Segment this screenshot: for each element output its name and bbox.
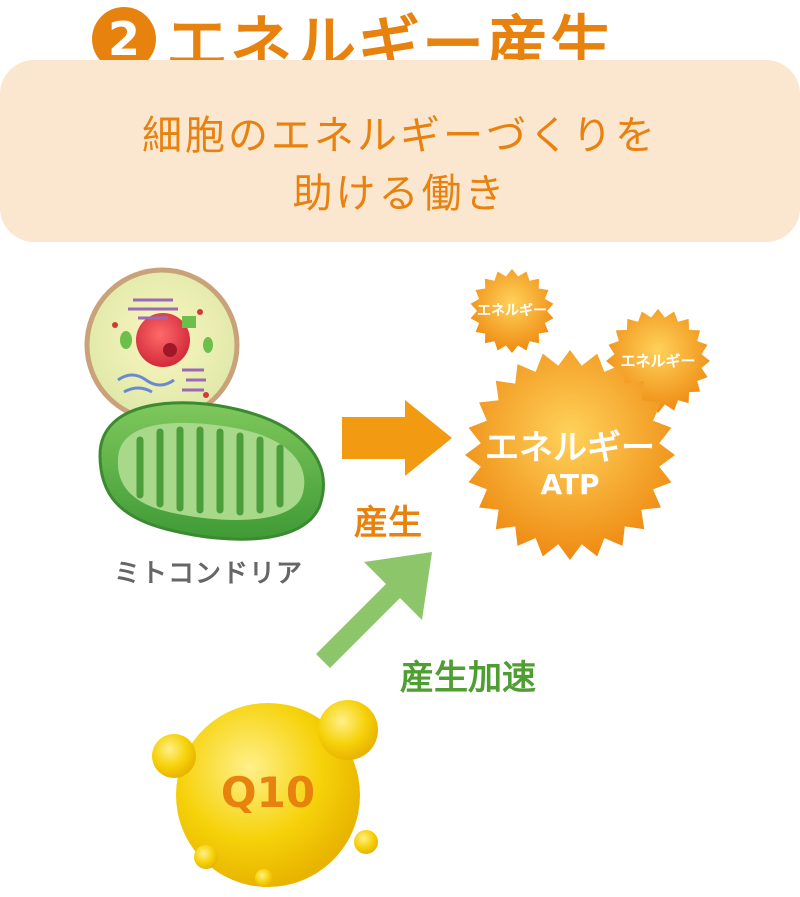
cell-illustration <box>84 267 240 423</box>
subtitle-line-1: 細胞のエネルギーづくりを <box>142 113 658 159</box>
subtitle-line-2: 助ける働き <box>292 171 508 217</box>
subtitle-box: 細胞のエネルギーづくりを 助ける働き <box>0 60 800 242</box>
step-number: 2 <box>107 12 140 66</box>
produce-arrow <box>342 400 452 476</box>
energy-burst-small-1 <box>470 269 554 353</box>
energy-burst-main <box>465 350 675 560</box>
coq10-illustration <box>152 700 378 887</box>
energy-main-sub-label: ATP <box>540 468 600 501</box>
accelerate-label: 産生加速 <box>400 658 536 698</box>
coq10-label: Q10 <box>220 768 316 817</box>
mitochondria-illustration <box>98 401 325 541</box>
mitochondria-label: ミトコンドリア <box>114 559 304 589</box>
energy-small-label-1: エネルギー <box>477 303 547 319</box>
energy-small-label-2: エネルギー <box>620 352 696 370</box>
produce-label: 産生 <box>354 503 422 543</box>
accelerate-arrow <box>316 552 432 688</box>
energy-main-label: エネルギー <box>485 428 655 468</box>
